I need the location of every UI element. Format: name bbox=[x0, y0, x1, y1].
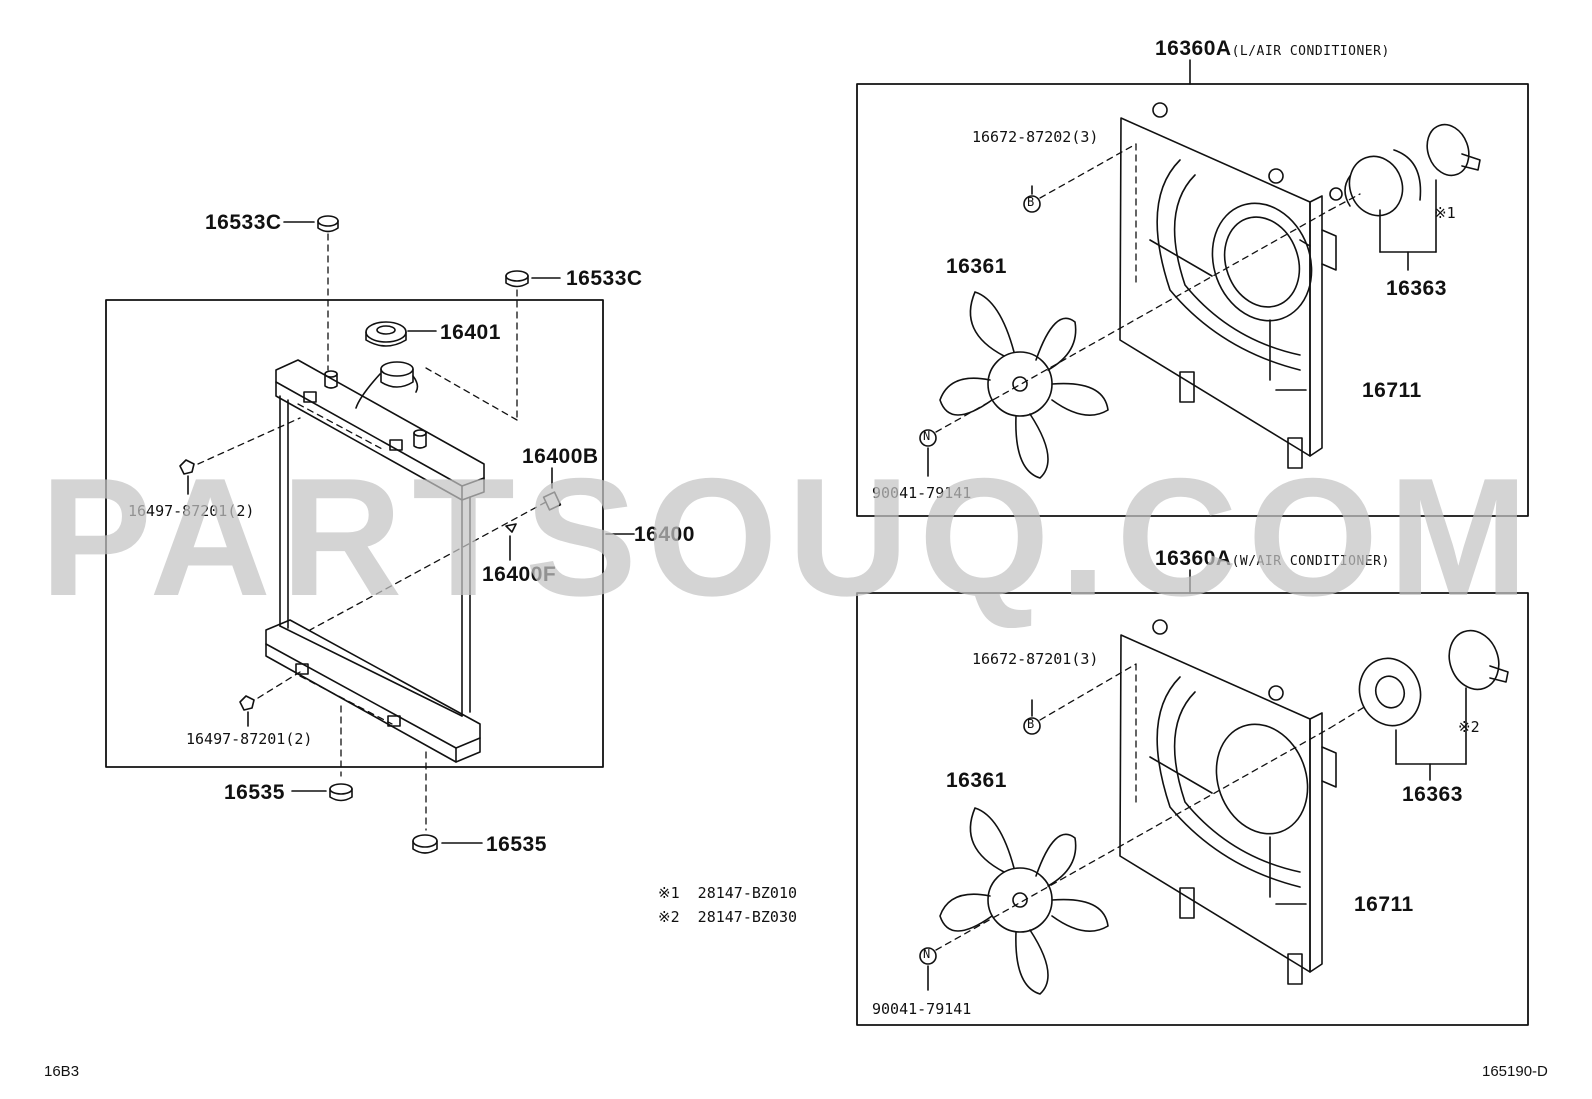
screw-marker-lower: B bbox=[1027, 717, 1035, 731]
note-1-part[interactable]: 28147-BZ010 bbox=[697, 884, 798, 902]
label-16672-87201[interactable]: 16672-87201(3) bbox=[972, 650, 1099, 668]
label-16533c-top-left[interactable]: 16533C bbox=[205, 211, 282, 234]
label-16497-upper[interactable]: 16497-87201(2) bbox=[128, 502, 255, 520]
label-16400b[interactable]: 16400B bbox=[522, 445, 599, 468]
fan-upper-motor-drawing bbox=[1329, 123, 1481, 217]
leader-lines bbox=[187, 221, 635, 844]
fan-upper-title-code[interactable]: 16360A bbox=[1155, 37, 1232, 60]
label-90041-lower[interactable]: 90041-79141 bbox=[872, 1000, 972, 1018]
fan-lower-title-code[interactable]: 16360A bbox=[1155, 547, 1232, 570]
note-1: ※1 28147-BZ010 bbox=[658, 886, 797, 901]
screw-b-marker-lower bbox=[1023, 717, 1041, 735]
motor-note-lower: ※2 bbox=[1458, 718, 1480, 736]
fan-upper-title: 16360A(L/AIR CONDITIONER) bbox=[1155, 38, 1390, 59]
radiator-cap-drawing bbox=[365, 321, 407, 347]
label-16497-lower[interactable]: 16497-87201(2) bbox=[186, 730, 313, 748]
note-2-mark: ※2 bbox=[658, 908, 680, 926]
label-16672-87202[interactable]: 16672-87202(3) bbox=[972, 128, 1099, 146]
fan-upper-box bbox=[856, 83, 1529, 517]
label-16711-upper[interactable]: 16711 bbox=[1362, 379, 1422, 402]
cushion-drawings bbox=[317, 215, 529, 854]
fan-lower-shroud-drawing bbox=[1119, 619, 1337, 985]
fan-lower-lines bbox=[919, 687, 1467, 991]
footer-left-code: 16B3 bbox=[44, 1063, 80, 1080]
label-16361-upper[interactable]: 16361 bbox=[946, 255, 1007, 278]
label-16401[interactable]: 16401 bbox=[440, 321, 501, 344]
label-16533c-top-right[interactable]: 16533C bbox=[566, 267, 643, 290]
label-16711-lower[interactable]: 16711 bbox=[1354, 893, 1414, 916]
motor-note-upper: ※1 bbox=[1434, 204, 1456, 222]
label-16363-upper[interactable]: 16363 bbox=[1386, 277, 1447, 300]
fan-upper-title-note: (L/AIR CONDITIONER) bbox=[1231, 44, 1390, 59]
nut-n-marker-lower bbox=[919, 947, 937, 965]
radiator-group-box bbox=[105, 299, 604, 768]
fan-upper-fan-drawing bbox=[939, 291, 1109, 479]
note-1-mark: ※1 bbox=[658, 884, 680, 902]
note-2-part[interactable]: 28147-BZ030 bbox=[697, 908, 798, 926]
radiator-core-drawing bbox=[265, 359, 562, 763]
label-16400[interactable]: 16400 bbox=[634, 523, 695, 546]
label-16363-lower[interactable]: 16363 bbox=[1402, 783, 1463, 806]
label-16535-left[interactable]: 16535 bbox=[224, 781, 285, 804]
note-2: ※2 28147-BZ030 bbox=[658, 910, 797, 925]
fan-lower-dashed bbox=[935, 663, 1367, 951]
clip-drawings bbox=[179, 459, 255, 711]
dashed-lines bbox=[197, 233, 547, 831]
nut-marker-lower: N bbox=[923, 947, 931, 961]
nut-n-marker-upper bbox=[919, 429, 937, 447]
footer-right-code: 165190-D bbox=[1482, 1063, 1548, 1080]
screw-marker-upper: B bbox=[1027, 195, 1035, 209]
fan-lower-title-note: (W/AIR CONDITIONER) bbox=[1231, 554, 1390, 569]
fan-upper-dashed bbox=[935, 143, 1361, 433]
label-16535-right[interactable]: 16535 bbox=[486, 833, 547, 856]
label-90041-upper[interactable]: 90041-79141 bbox=[872, 484, 972, 502]
label-16361-lower[interactable]: 16361 bbox=[946, 769, 1007, 792]
fan-lower-fan-drawing bbox=[939, 807, 1109, 995]
nut-marker-upper: N bbox=[923, 429, 931, 443]
fan-upper-lines bbox=[919, 179, 1437, 477]
fan-lower-title: 16360A(W/AIR CONDITIONER) bbox=[1155, 548, 1390, 569]
fan-lower-motor-drawing bbox=[1358, 629, 1509, 727]
fan-upper-shroud-drawing bbox=[1119, 102, 1337, 469]
screw-b-marker-upper bbox=[1023, 195, 1041, 213]
fan-lower-box bbox=[856, 592, 1529, 1026]
label-16400f[interactable]: 16400F bbox=[482, 563, 557, 586]
